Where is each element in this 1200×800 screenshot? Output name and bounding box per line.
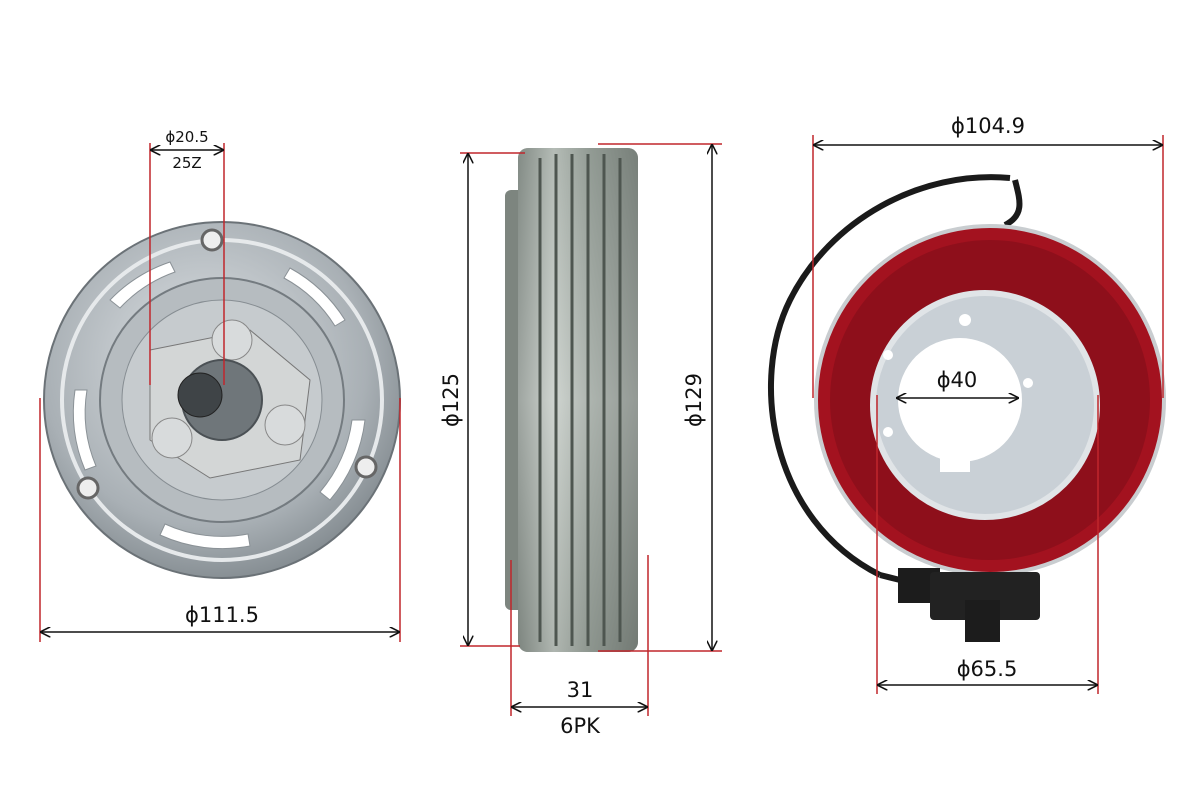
spline-teeth-label: 25Z (172, 154, 201, 172)
clutch-plate-image (43, 221, 401, 579)
dimension-coil-outer-diameter: ϕ104.9 (812, 114, 1164, 398)
pulley-diameter-label: ϕ129 (682, 373, 706, 427)
coil-image (768, 174, 1166, 642)
coil-outer-diameter-label: ϕ104.9 (951, 114, 1025, 138)
plate-diameter-label: ϕ111.5 (185, 603, 259, 627)
belt-type-label: 6PK (560, 714, 601, 738)
coil-inner-diameter-label: ϕ65.5 (957, 657, 1018, 681)
pulley-width-label: 31 (567, 678, 594, 702)
dimension-pulley-outer-diameter: ϕ129 (598, 143, 722, 652)
dimension-coil-bore: ϕ40 (897, 368, 1018, 398)
bore-diameter-label: ϕ20.5 (165, 128, 208, 146)
groove-diameter-label: ϕ125 (439, 373, 463, 427)
dimension-coil-inner-diameter: ϕ65.5 (876, 395, 1099, 694)
dimension-pulley-width: 31 6PK (510, 555, 649, 738)
dimension-groove-diameter: ϕ125 (439, 152, 525, 647)
dimension-bore-diameter: ϕ20.5 25Z (149, 128, 225, 385)
coil-bore-label: ϕ40 (937, 368, 978, 392)
dimension-plate-outer-diameter: ϕ111.5 (39, 398, 401, 642)
pulley-image (505, 148, 638, 652)
